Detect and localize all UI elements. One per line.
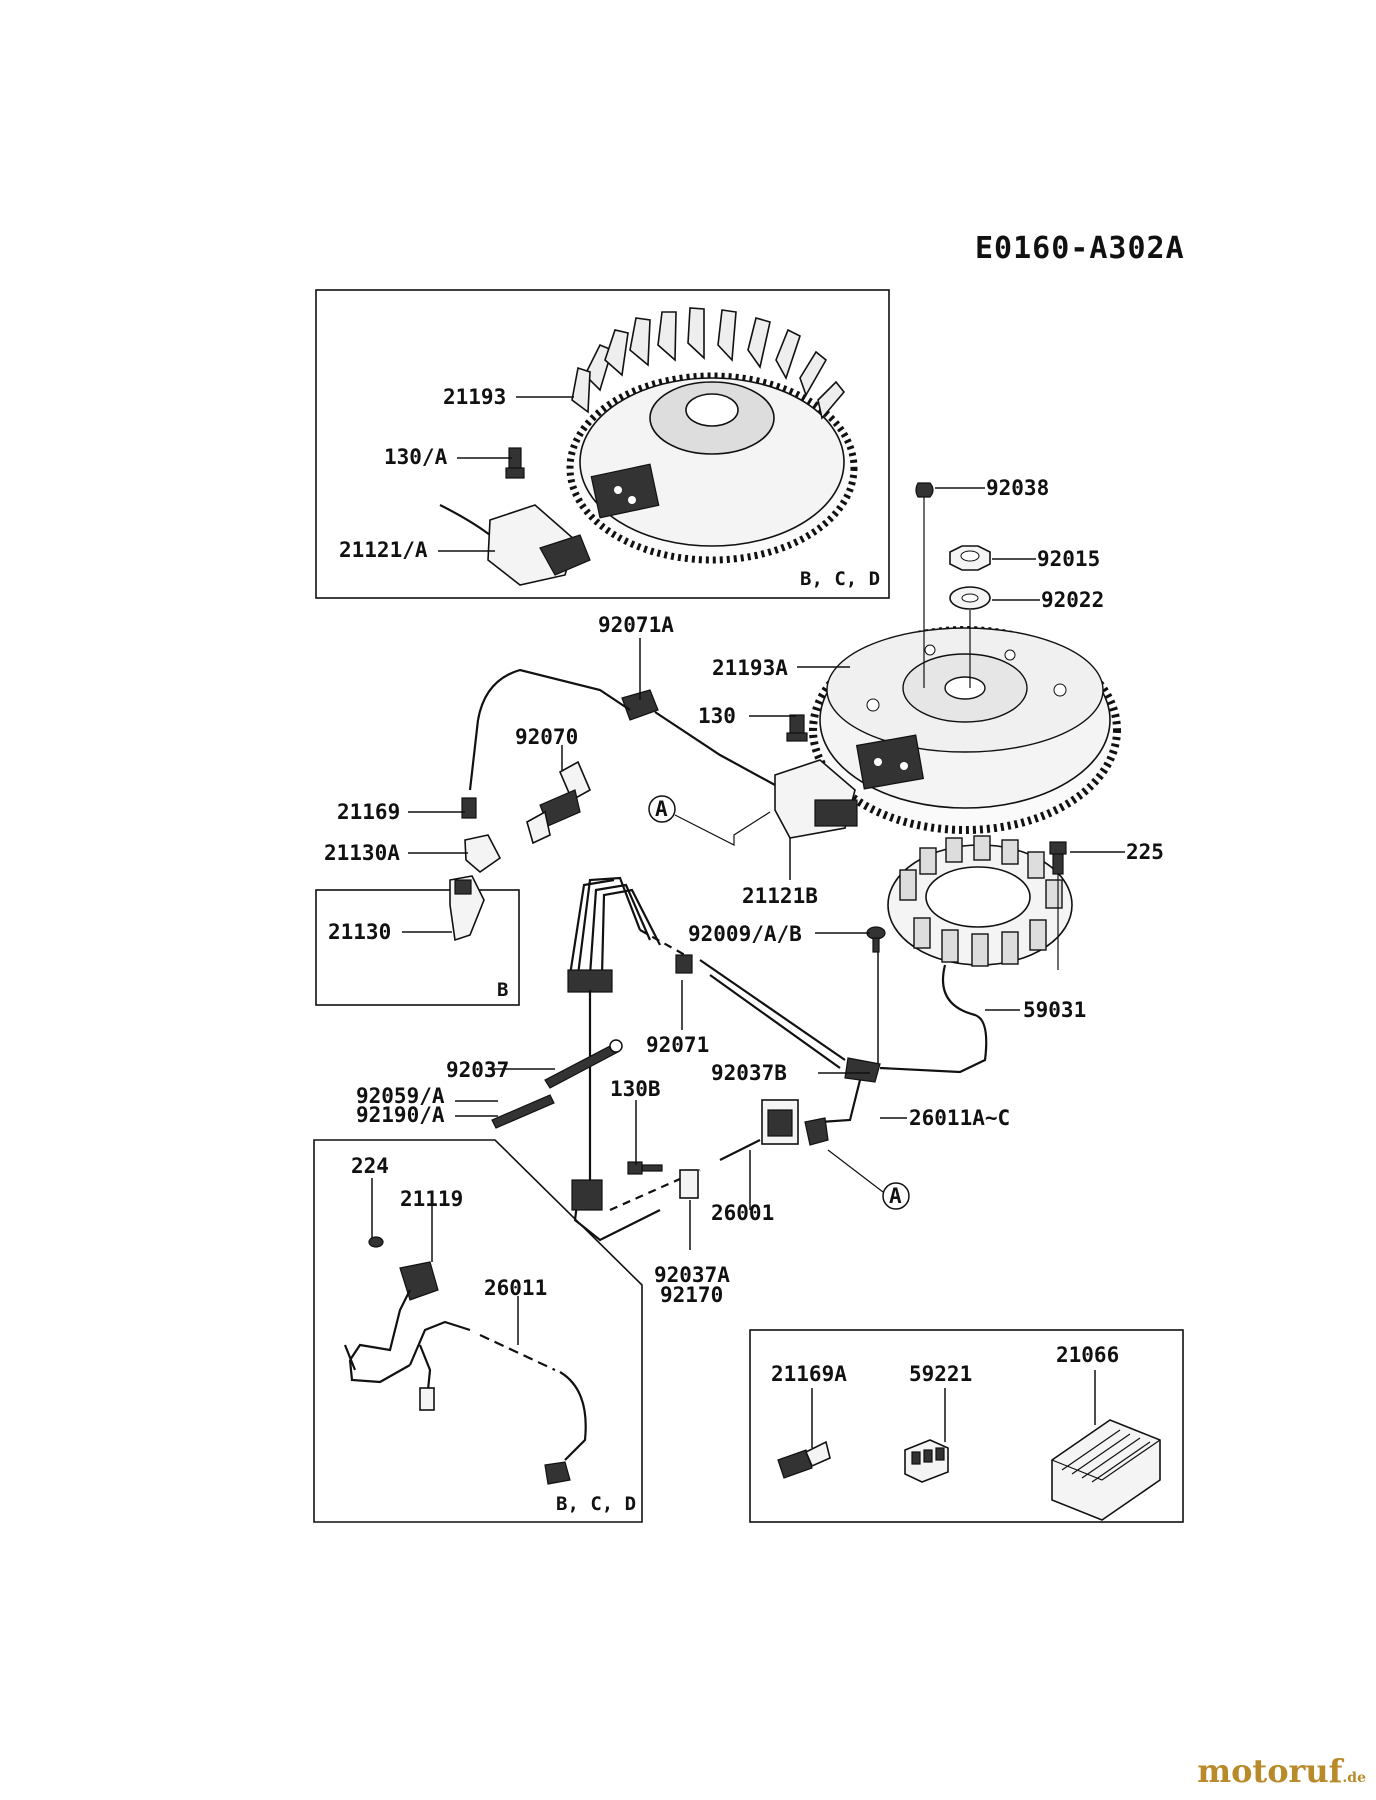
connector-59221-drawing <box>904 1439 949 1483</box>
accessory-parts-box <box>749 1329 1184 1523</box>
label-21130a: 21130A <box>324 841 400 865</box>
label-21193: 21193 <box>443 385 506 409</box>
nut-92015-drawing <box>949 545 991 571</box>
label-26011a-c: 26011A~C <box>909 1106 1010 1130</box>
label-21193a: 21193A <box>712 656 788 680</box>
watermark-logo: motoruf.de <box>1197 1752 1366 1790</box>
variant-note-left: B <box>497 979 508 1001</box>
watermark-text: motoruf <box>1197 1752 1343 1790</box>
label-92071: 92071 <box>646 1033 709 1057</box>
callout-a-bottom-circle <box>882 1182 910 1210</box>
variant-box-top <box>315 289 890 599</box>
label-92190-a: 92190/A <box>356 1103 445 1127</box>
label-224: 224 <box>351 1154 389 1178</box>
variant-note-bottom-left: B, C, D <box>556 1493 636 1515</box>
label-21169: 21169 <box>337 800 400 824</box>
label-21066: 21066 <box>1056 1343 1119 1367</box>
terminal-21169a-drawing <box>777 1440 831 1479</box>
diagram-code: E0160-A302A <box>975 231 1185 266</box>
label-59031: 59031 <box>1023 998 1086 1022</box>
wiring-harness-drawing <box>567 876 881 1242</box>
bolt-130a-drawing <box>505 447 525 479</box>
label-21121b: 21121B <box>742 884 818 908</box>
variant-note-top: B, C, D <box>800 568 880 590</box>
bolt-130b-drawing <box>627 1161 663 1175</box>
callout-a-top-circle <box>648 795 676 823</box>
label-92037a: 92037A <box>654 1263 730 1287</box>
label-59221: 59221 <box>909 1362 972 1386</box>
flywheel-21193a-drawing <box>809 626 1121 834</box>
label-92071a: 92071A <box>598 613 674 637</box>
tube-92059-drawing <box>491 1094 555 1129</box>
label-92037b: 92037B <box>711 1061 787 1085</box>
ht-lead-21169-drawing <box>461 668 631 819</box>
plug-cap-21130a-drawing <box>464 834 502 874</box>
label-130-a: 130/A <box>384 445 448 469</box>
screw-92009-drawing <box>866 926 886 953</box>
variant-box-bottom-left <box>313 1139 643 1523</box>
callout-a-top: A <box>655 797 668 821</box>
label-21130: 21130 <box>328 920 391 944</box>
label-92170: 92170 <box>660 1283 723 1307</box>
label-26011: 26011 <box>484 1276 547 1300</box>
label-130b: 130B <box>610 1077 661 1101</box>
regulator-harness-26011-drawing <box>343 1236 587 1485</box>
washer-92022-drawing <box>949 586 991 610</box>
stator-59031-drawing <box>879 835 1073 1074</box>
label-92037: 92037 <box>446 1058 509 1082</box>
ignition-coil-21121b-drawing <box>654 711 858 839</box>
plug-cap-21130-drawing <box>449 875 485 942</box>
ignition-coil-21121a-drawing <box>439 504 591 586</box>
label-92059-a: 92059/A <box>356 1084 445 1108</box>
variant-box-left <box>315 889 520 1006</box>
strap-92037-drawing <box>544 1044 619 1089</box>
label-26001: 26001 <box>711 1201 774 1225</box>
flywheel-fan-drawing <box>566 307 858 564</box>
callout-a-bottom: A <box>889 1184 902 1208</box>
watermark-suffix: .de <box>1342 1770 1366 1786</box>
label-21121-a: 21121/A <box>339 538 428 562</box>
bolt-225-drawing <box>1049 841 1067 875</box>
label-92009-a-b: 92009/A/B <box>688 922 802 946</box>
label-21119: 21119 <box>400 1187 463 1211</box>
label-92022: 92022 <box>1041 588 1104 612</box>
label-92038: 92038 <box>986 476 1049 500</box>
regulator-21066-drawing <box>1051 1419 1161 1521</box>
label-225: 225 <box>1126 840 1164 864</box>
key-92038-drawing <box>915 482 934 498</box>
label-92070: 92070 <box>515 725 578 749</box>
label-130: 130 <box>698 704 736 728</box>
label-21169a: 21169A <box>771 1362 847 1386</box>
label-92015: 92015 <box>1037 547 1100 571</box>
spark-plug-92070-drawing <box>526 760 592 845</box>
